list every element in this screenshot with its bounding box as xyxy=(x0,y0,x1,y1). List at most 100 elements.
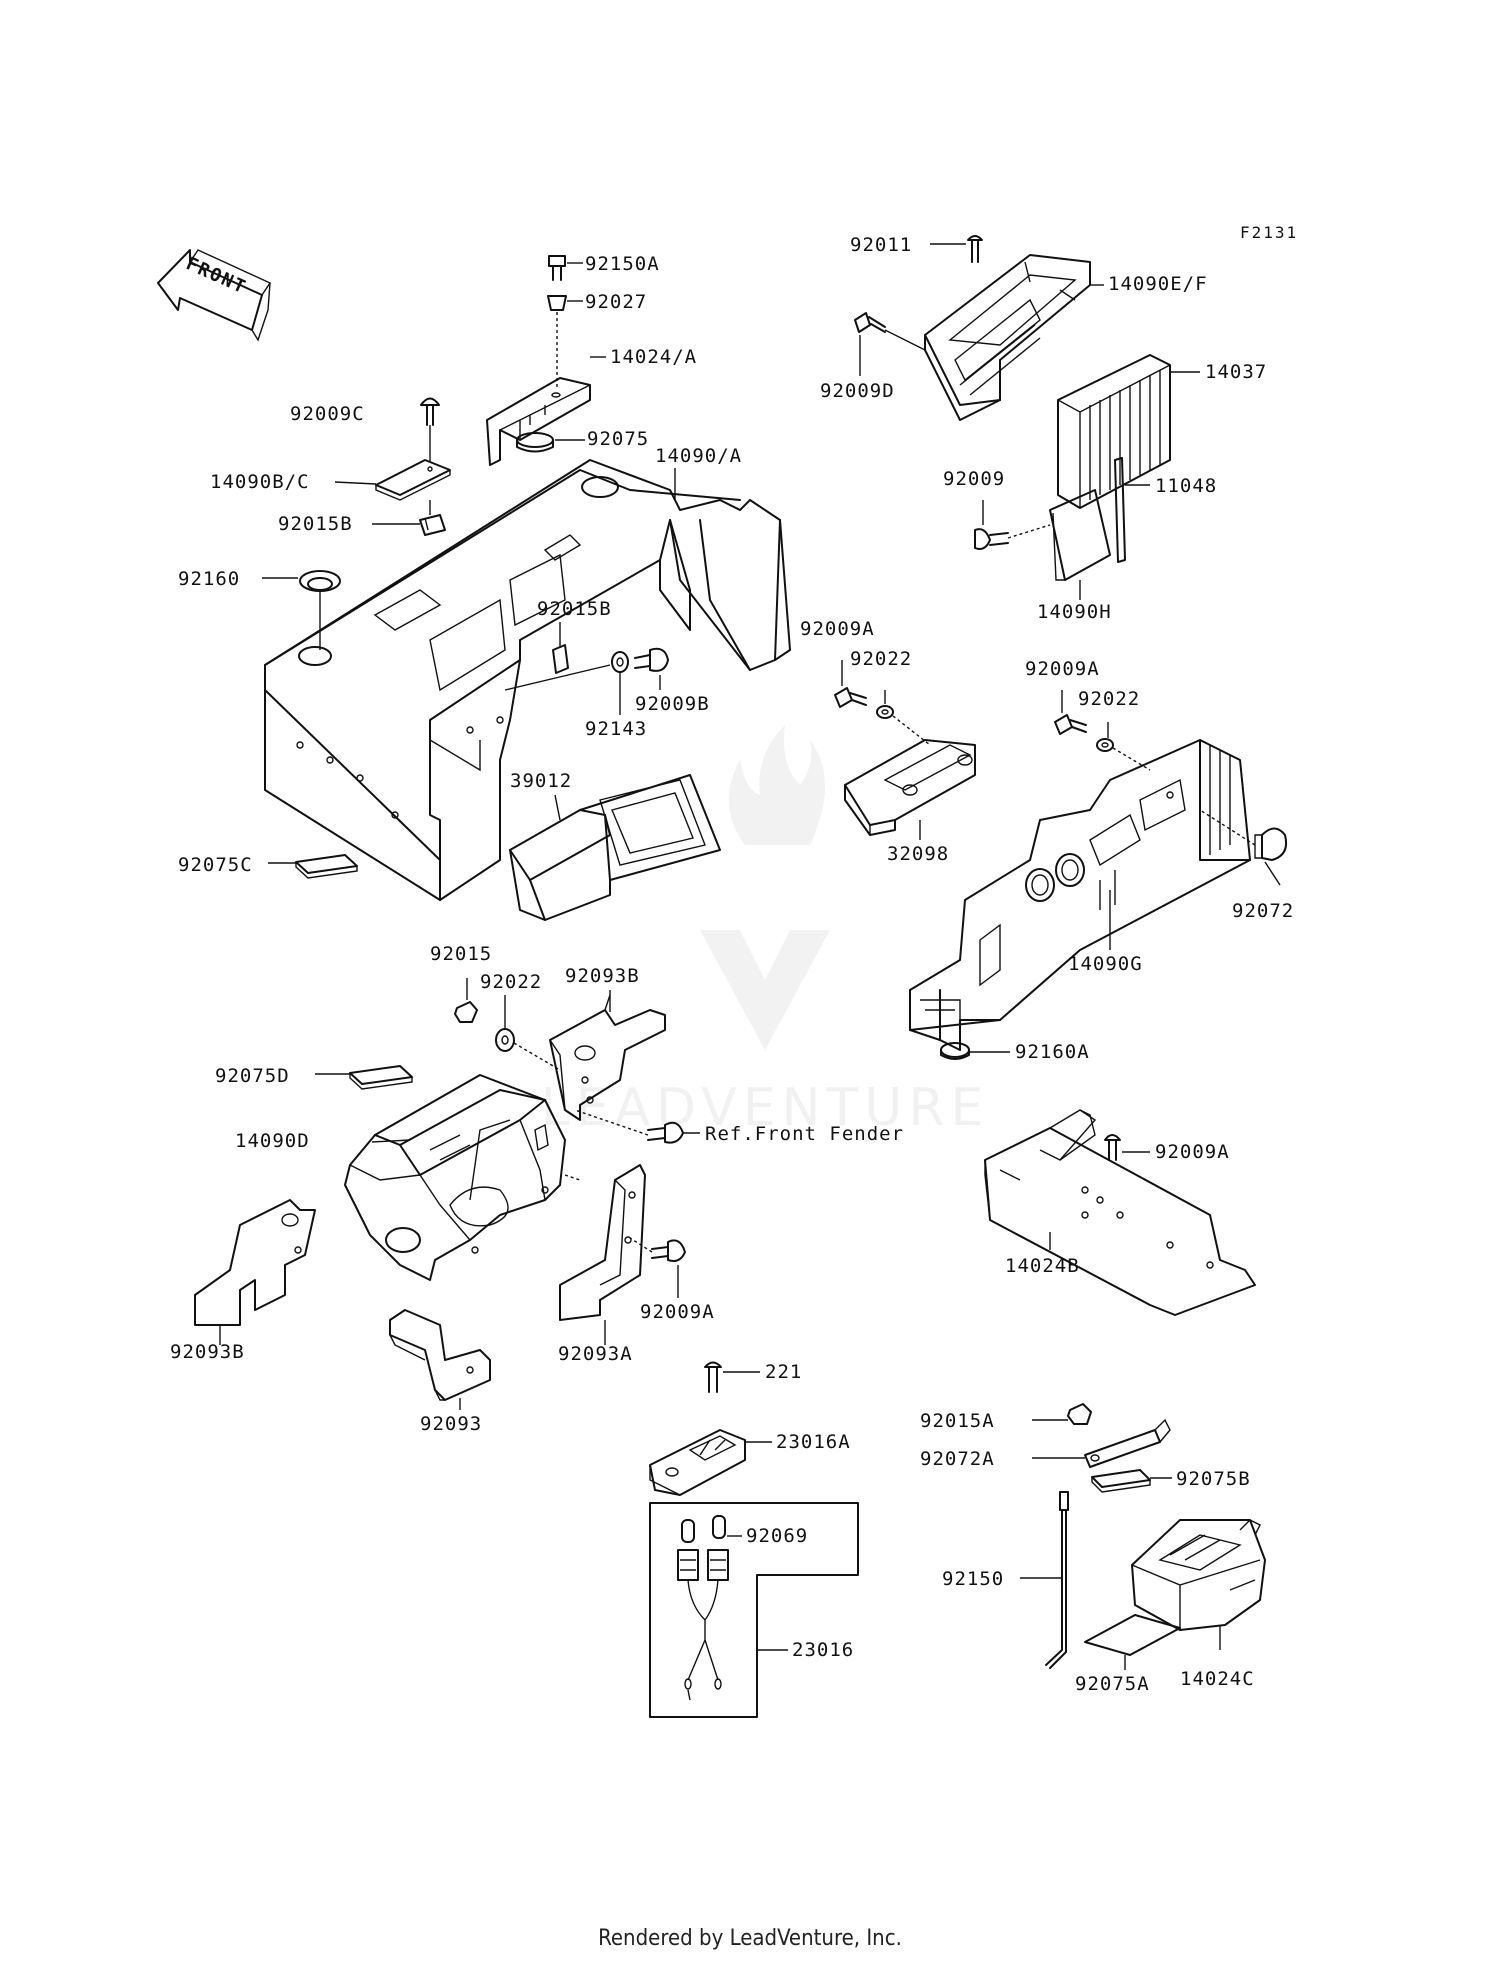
label-14090h: 14090H xyxy=(1037,601,1112,623)
label-14090d: 14090D xyxy=(235,1130,310,1152)
label-14024a: 14024/A xyxy=(610,346,697,368)
wiring-23016 xyxy=(677,1549,729,1701)
clamp-92072 xyxy=(1199,809,1288,886)
screw-ref-front-fender xyxy=(574,1109,700,1144)
nut-92015a xyxy=(1032,1403,1092,1425)
figure-code: F2131 xyxy=(1240,223,1298,242)
label-92015: 92015 xyxy=(430,943,492,965)
label-14090ef: 14090E/F xyxy=(1108,273,1208,295)
bracket-14090h xyxy=(1049,489,1111,600)
front-label: FRONT xyxy=(183,253,250,298)
bolt-92009d xyxy=(854,312,926,351)
switch-23016a xyxy=(649,1429,772,1496)
regulator-14037 xyxy=(1057,354,1200,509)
bulb-92069 xyxy=(681,1515,742,1543)
grommet-92160 xyxy=(299,570,341,650)
label-14024c: 14024C xyxy=(1180,1668,1255,1690)
label-92072a: 92072A xyxy=(920,1448,995,1470)
label-92075a: 92075A xyxy=(1075,1673,1150,1695)
washer-92022-panel xyxy=(1096,722,1151,771)
label-92009a-panel: 92009A xyxy=(1025,658,1100,680)
label-11048: 11048 xyxy=(1155,475,1217,497)
clip-92015b xyxy=(419,514,446,536)
pad-92075a xyxy=(1084,1614,1181,1670)
watermark-text: LEADVENTURE xyxy=(541,1078,990,1138)
lower-cover-14090d xyxy=(344,1074,581,1281)
bracket-92093 xyxy=(389,1309,491,1410)
label-92093b-left: 92093B xyxy=(170,1341,245,1363)
label-92072: 92072 xyxy=(1232,900,1294,922)
label-23016: 23016 xyxy=(792,1639,854,1661)
battery-14024c xyxy=(1131,1519,1266,1650)
plate-14090bc xyxy=(375,459,451,515)
tray-14024b xyxy=(984,1109,1256,1316)
label-92022-box: 92022 xyxy=(850,648,912,670)
label-92150a: 92150A xyxy=(585,253,660,275)
label-221: 221 xyxy=(765,1361,802,1383)
meter-cover-14090ef xyxy=(924,254,1091,421)
screw-92011 xyxy=(930,235,983,263)
nut-92015 xyxy=(454,978,478,1023)
label-92069: 92069 xyxy=(746,1525,808,1547)
label-92143: 92143 xyxy=(585,718,647,740)
label-92075b: 92075B xyxy=(1176,1468,1251,1490)
meter-panel-14090g xyxy=(909,739,1251,1051)
label-92160a: 92160A xyxy=(1015,1041,1090,1063)
bolt-92009c xyxy=(420,397,440,462)
bolt-92009a-mid xyxy=(629,1237,686,1298)
label-92011: 92011 xyxy=(850,234,912,256)
label-92009c: 92009C xyxy=(290,403,365,425)
bolt-92009b xyxy=(634,647,669,690)
label-92027: 92027 xyxy=(585,291,647,313)
nut-92027 xyxy=(547,295,583,390)
label-92093a: 92093A xyxy=(558,1343,633,1365)
bracket-92093b-top xyxy=(549,990,666,1121)
label-92009b: 92009B xyxy=(635,693,710,715)
label-92009: 92009 xyxy=(943,468,1005,490)
label-92160: 92160 xyxy=(178,568,240,590)
front-cover-14090a xyxy=(264,459,791,901)
grommet-92075 xyxy=(516,432,585,453)
front-arrow-icon: FRONT xyxy=(157,249,272,342)
label-92015a: 92015A xyxy=(920,1410,995,1432)
label-ref-front-fender: Ref.Front Fender xyxy=(705,1123,904,1145)
grommet-92160a xyxy=(940,1042,1010,1060)
screw-221 xyxy=(704,1361,760,1393)
pad-92075d xyxy=(315,1065,413,1090)
watermark-logo: LEADVENTURE xyxy=(541,725,990,1138)
label-92009a-box: 92009A xyxy=(800,618,875,640)
label-14024b: 14024B xyxy=(1005,1255,1080,1277)
label-14090bc: 14090B/C xyxy=(210,471,310,493)
bracket-14024a xyxy=(486,377,591,466)
label-92075c: 92075C xyxy=(178,854,253,876)
pad-92075c xyxy=(268,854,358,879)
bracket-11048 xyxy=(1114,457,1150,563)
label-39012: 39012 xyxy=(510,770,572,792)
label-92015b-2: 92015B xyxy=(537,598,612,620)
strap-92072a xyxy=(1032,1418,1171,1468)
bolt-92009a-box xyxy=(834,660,867,708)
bolt-92009 xyxy=(974,500,1051,550)
label-92075: 92075 xyxy=(587,428,649,450)
label-92075d: 92075D xyxy=(215,1065,290,1087)
label-92093: 92093 xyxy=(420,1413,482,1435)
label-92009a-tray: 92009A xyxy=(1155,1141,1230,1163)
label-32098: 32098 xyxy=(887,843,949,865)
part-labels: 92150A 92027 14024/A 92009C 92075 14090B… xyxy=(170,234,1294,1695)
label-14090g: 14090G xyxy=(1068,953,1143,975)
footer-credit: Rendered by LeadVenture, Inc. xyxy=(598,1926,902,1951)
bracket-92093a xyxy=(559,1164,646,1345)
box-23016 xyxy=(649,1502,859,1718)
label-92015b: 92015B xyxy=(278,513,353,535)
label-92150: 92150 xyxy=(942,1568,1004,1590)
bolt-92009a-tray xyxy=(1104,1134,1150,1161)
washer-92022-box xyxy=(876,690,931,746)
label-92093b-top: 92093B xyxy=(565,965,640,987)
label-23016a: 23016A xyxy=(776,1431,851,1453)
label-92022-panel: 92022 xyxy=(1078,688,1140,710)
label-92009d: 92009D xyxy=(820,380,895,402)
pad-92075b xyxy=(1091,1469,1172,1493)
label-92022-mid: 92022 xyxy=(480,971,542,993)
rod-92150 xyxy=(1020,1491,1069,1669)
